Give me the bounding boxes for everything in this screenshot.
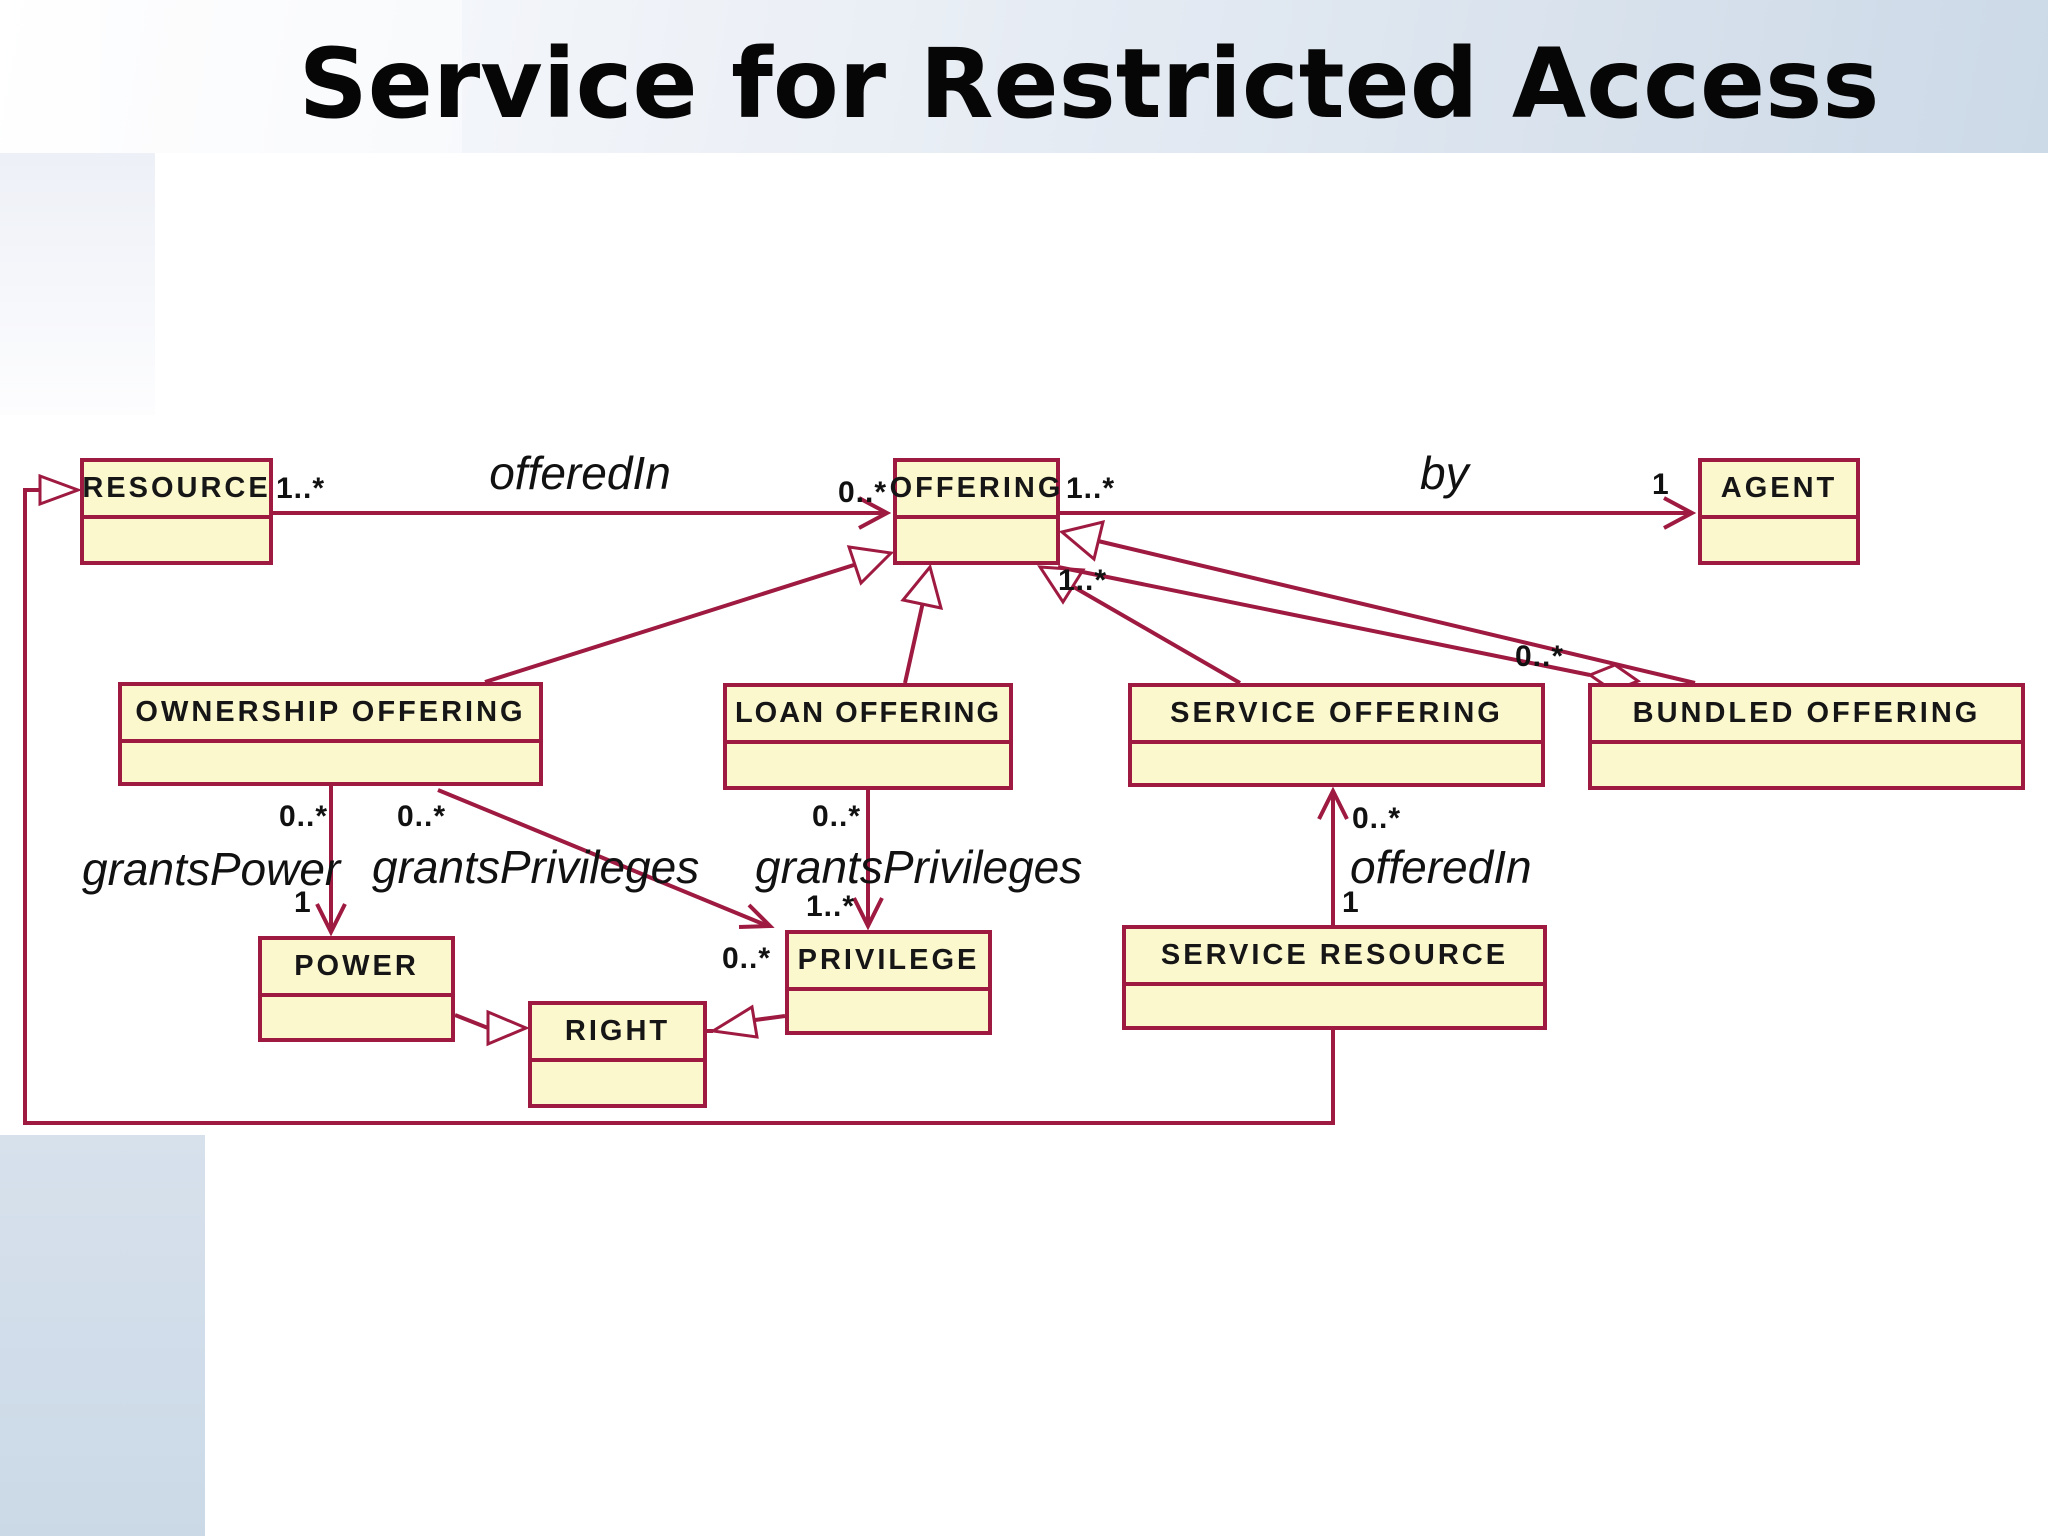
class-name-service-offering: SERVICE OFFERING — [1132, 687, 1541, 744]
class-name-agent: AGENT — [1702, 462, 1856, 519]
class-box-privilege: PRIVILEGE — [785, 930, 992, 1035]
class-attrs-bundled-offering — [1592, 744, 2021, 786]
background-left-strip — [0, 153, 155, 415]
label-grantsprivileges-loan: grantsPrivileges — [755, 841, 1083, 893]
class-attrs-service-offering — [1132, 744, 1541, 783]
mult-grantsprivileges-loan-top: 0..* — [812, 800, 862, 833]
gen-ownership-offering-line — [484, 562, 858, 684]
gen-service-offering-line — [1070, 584, 1242, 685]
class-box-agent: AGENT — [1698, 458, 1860, 565]
background-bottomleft-block — [0, 1135, 205, 1536]
class-name-bundled-offering: BUNDLED OFFERING — [1592, 687, 2021, 744]
class-attrs-offering — [897, 519, 1056, 561]
class-box-service-resource: SERVICE RESOURCE — [1122, 925, 1547, 1030]
slide-title: Service for Restricted Access — [298, 28, 1880, 140]
background-top-band — [0, 0, 2048, 153]
label-offeredin-service: offeredIn — [1350, 841, 1532, 893]
class-box-service-offering: SERVICE OFFERING — [1128, 683, 1545, 787]
class-box-offering: OFFERING — [890, 458, 1060, 565]
class-name-right: RIGHT — [532, 1005, 703, 1062]
mult-grantsprivileges-loan-bottom: 1..* — [806, 890, 856, 923]
mult-grantsprivileges-ownership-bottom: 0..* — [722, 942, 772, 975]
class-attrs-service-resource — [1126, 986, 1543, 1026]
gen-loan-offering-line — [903, 601, 925, 684]
mult-offering-offeredin: 0..* — [838, 476, 888, 509]
class-attrs-resource — [84, 519, 269, 561]
class-name-power: POWER — [262, 940, 451, 997]
assoc-offeredin-arrowhead — [858, 496, 892, 530]
gen-bundled-offering-line — [1097, 539, 1696, 685]
class-attrs-agent — [1702, 519, 1856, 561]
class-box-ownership-offering: OWNERSHIP OFFERING — [118, 682, 543, 786]
background-topleft-block-inner — [0, 0, 100, 153]
label-by: by — [1420, 447, 1469, 499]
mult-agent-by: 1 — [1652, 468, 1670, 501]
aggr-offering-bundled-line — [1057, 565, 1591, 677]
label-grantsprivileges-ownership: grantsPrivileges — [372, 841, 700, 893]
class-attrs-ownership-offering — [122, 743, 539, 782]
class-name-loan-offering: LOAN OFFERING — [727, 687, 1009, 744]
assoc-by-arrowhead — [1663, 496, 1697, 530]
mult-offeredin-service-bottom: 1 — [1342, 886, 1360, 919]
class-box-right: RIGHT — [528, 1001, 707, 1108]
class-box-power: POWER — [258, 936, 455, 1042]
class-name-privilege: PRIVILEGE — [789, 934, 988, 991]
class-attrs-power — [262, 997, 451, 1038]
assoc-grantsprivileges-ownership-line — [437, 788, 769, 928]
assoc-offeredin-service-arrowhead — [1317, 786, 1349, 820]
mult-offering-by: 1..* — [1066, 472, 1116, 505]
assoc-grantsprivileges-loan-arrowhead — [852, 897, 884, 931]
gen-ownership-offering-triangle — [846, 545, 895, 586]
gen-bundled-offering-triangle — [1058, 519, 1106, 562]
class-attrs-loan-offering — [727, 744, 1009, 786]
class-box-bundled-offering: BUNDLED OFFERING — [1588, 683, 2025, 790]
mult-bundled-aggregation: 0..* — [1515, 640, 1565, 673]
gen-power-right-triangle — [486, 1009, 530, 1047]
class-name-resource: RESOURCE — [82, 462, 269, 519]
class-box-loan-offering: LOAN OFFERING — [723, 683, 1013, 790]
class-attrs-right — [532, 1062, 703, 1104]
label-grantspower: grantsPower — [82, 843, 341, 895]
mult-grantsprivileges-ownership-top: 0..* — [397, 800, 447, 833]
label-offeredin-top: offeredIn — [489, 447, 671, 499]
mult-grantspower-bottom: 1 — [294, 886, 312, 919]
assoc-grantsprivileges-ownership-arrowhead — [738, 903, 775, 929]
gen-loan-offering-triangle — [900, 563, 944, 610]
mult-resource-offeredin: 1..* — [276, 472, 326, 505]
gen-privilege-right-triangle — [708, 1004, 759, 1039]
class-name-ownership-offering: OWNERSHIP OFFERING — [122, 686, 539, 743]
gen-privilege-right-line — [754, 1014, 786, 1022]
assoc-grantspower-arrowhead — [315, 903, 347, 937]
gen-serviceresource-resource-triangle — [38, 473, 83, 507]
gen-power-right-line — [454, 1013, 489, 1030]
gen-serviceresource-resource-line — [23, 488, 1335, 1125]
mult-grantspower-top: 0..* — [279, 800, 329, 833]
class-attrs-privilege — [789, 991, 988, 1031]
mult-offeredin-service-top: 0..* — [1352, 802, 1402, 835]
class-box-resource: RESOURCE — [80, 458, 273, 565]
class-name-offering: OFFERING — [890, 462, 1060, 519]
mult-offering-aggregation: 1..* — [1058, 564, 1108, 597]
class-name-service-resource: SERVICE RESOURCE — [1126, 929, 1543, 986]
